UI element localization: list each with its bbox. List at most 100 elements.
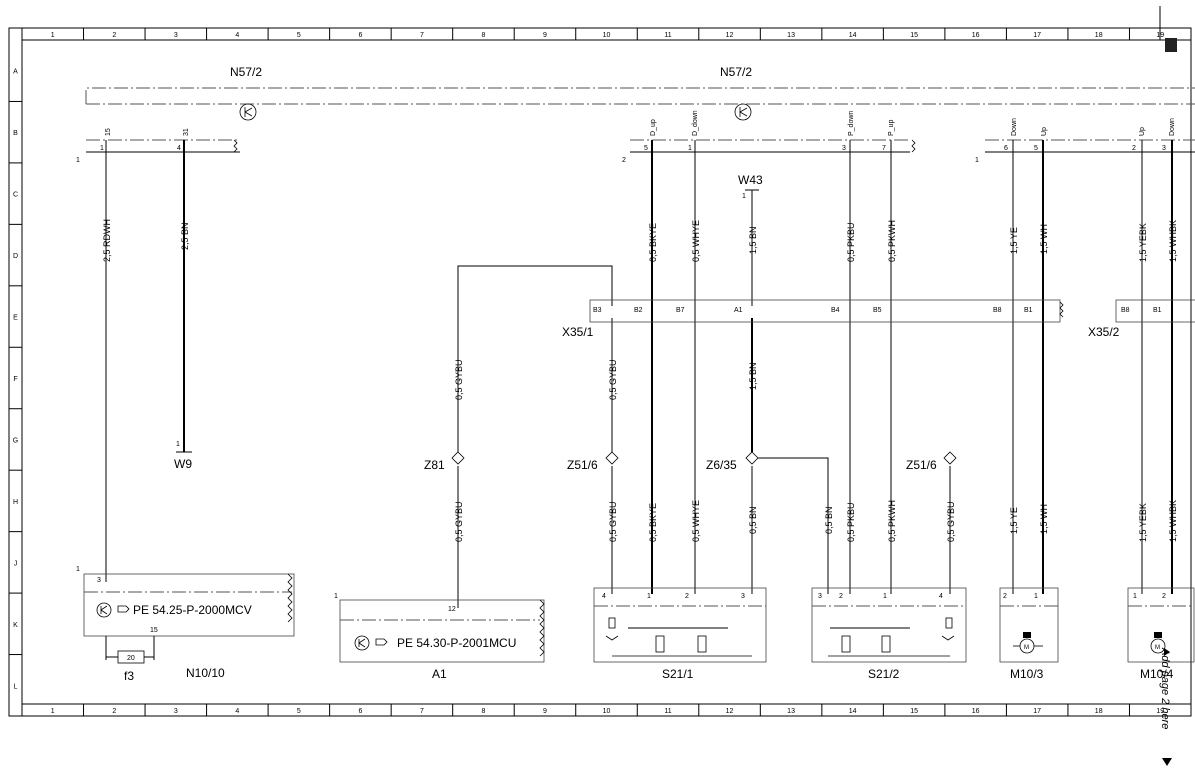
pin-number: 12 bbox=[448, 606, 456, 613]
pin-number: B1 bbox=[1153, 307, 1162, 314]
pin-number: 2 bbox=[1003, 593, 1007, 600]
wire-label: 1,5 WHBK bbox=[1168, 220, 1178, 262]
wire-label: 0,5 GYBU bbox=[946, 501, 956, 542]
wire-label: 0,5 PKWH bbox=[887, 500, 897, 542]
reference-link[interactable]: PE 54.25-P-2000MCV bbox=[133, 603, 252, 617]
signal-label-d-down: D_down bbox=[692, 110, 699, 136]
grid-column-number: 3 bbox=[174, 32, 178, 39]
pin-number: 1 bbox=[1133, 593, 1137, 600]
transistor-icon bbox=[734, 103, 752, 121]
pin-number: 1 bbox=[688, 145, 692, 152]
pin-number: 2 bbox=[839, 593, 843, 600]
grid-column-number: 16 bbox=[972, 708, 980, 715]
wire-label: 0,5 BN bbox=[748, 506, 758, 534]
sheet-frame bbox=[8, 6, 1192, 717]
n57-left-connector-number: 1 bbox=[76, 157, 80, 164]
grid-column-number: 2 bbox=[112, 32, 116, 39]
signal-label-p-down: P_down bbox=[848, 111, 855, 136]
a1-module bbox=[339, 599, 545, 663]
pin-number: 1 bbox=[647, 593, 651, 600]
grid-column-number: 7 bbox=[420, 32, 424, 39]
grid-column-number: 9 bbox=[543, 32, 547, 39]
n10-10-module bbox=[83, 573, 295, 664]
s21-2-label: S21/2 bbox=[868, 667, 900, 681]
f3-label: f3 bbox=[124, 669, 134, 683]
motor-icon: M bbox=[1155, 645, 1160, 651]
grid-row-letter: D bbox=[13, 253, 18, 260]
grid-column-number: 1 bbox=[51, 708, 55, 715]
grid-column-number: 9 bbox=[543, 708, 547, 715]
pin-number: 20 bbox=[127, 655, 135, 662]
grid-row-letter: F bbox=[13, 376, 17, 383]
grid-column-number: 16 bbox=[972, 32, 980, 39]
signal-label-up: Up bbox=[1139, 127, 1146, 136]
x35-2-label: X35/2 bbox=[1088, 325, 1120, 339]
grid-column-number: 18 bbox=[1095, 708, 1103, 715]
s21-1-label: S21/1 bbox=[662, 667, 694, 681]
wire-label: 2,5 BN bbox=[180, 222, 190, 250]
grid-column-number: 4 bbox=[235, 708, 239, 715]
grid-column-number: 5 bbox=[297, 32, 301, 39]
wire-label: 1,5 YEBK bbox=[1138, 223, 1148, 262]
wire-label: 0,5 PKBU bbox=[846, 502, 856, 542]
splice-marker-z51-6 bbox=[943, 451, 957, 465]
grid-column-number: 11 bbox=[664, 708, 671, 715]
reference-hand-icon bbox=[375, 638, 388, 646]
pin-number: 4 bbox=[177, 145, 181, 152]
grid-column-number: 2 bbox=[112, 708, 116, 715]
grid-row-letter: E bbox=[13, 315, 18, 322]
grid-column-number: 14 bbox=[849, 708, 857, 715]
grid-row-letter: C bbox=[13, 192, 18, 199]
grid-column-number: 19 bbox=[1156, 32, 1164, 39]
x35-1-label: X35/1 bbox=[562, 325, 594, 339]
n57-left-label: N57/2 bbox=[230, 65, 262, 79]
signal-label-p-up: P_up bbox=[888, 120, 895, 136]
grid-column-number: 19 bbox=[1156, 708, 1164, 715]
z51-6-label: Z51/6 bbox=[567, 458, 598, 472]
wire-label: 0,5 BKYE bbox=[648, 503, 658, 542]
n57-right-label: N57/2 bbox=[720, 65, 752, 79]
z6-35-label: Z6/35 bbox=[706, 458, 737, 472]
pin-number: B8 bbox=[993, 307, 1002, 314]
pin-number: 5 bbox=[644, 145, 648, 152]
pin-number: 3 bbox=[1162, 145, 1166, 152]
pin-number: 4 bbox=[602, 593, 606, 600]
page-corner-marker bbox=[1165, 38, 1177, 52]
signal-label-down: Down bbox=[1169, 118, 1176, 136]
wire-label: 1,5 YEBK bbox=[1138, 503, 1148, 542]
pin-number: B3 bbox=[593, 307, 602, 314]
wire-label: 0,5 GYBU bbox=[454, 501, 464, 542]
splice-marker-z81 bbox=[451, 451, 465, 465]
n57-right-connector-number: 1 bbox=[975, 157, 979, 164]
pin-number: 1 bbox=[742, 193, 746, 200]
splice-marker-z51-6 bbox=[605, 451, 619, 465]
signal-label-d-up: D_up bbox=[650, 119, 657, 136]
grid-row-letter: A bbox=[13, 69, 18, 76]
grid-column-number: 3 bbox=[174, 708, 178, 715]
wire-label: 1,5 BN bbox=[748, 226, 758, 254]
pin-number: 4 bbox=[939, 593, 943, 600]
w43-label: W43 bbox=[738, 173, 763, 187]
reference-link[interactable]: PE 54.30-P-2001MCU bbox=[397, 636, 516, 650]
pin-number: 1 bbox=[176, 441, 180, 448]
grid-column-number: 12 bbox=[726, 708, 734, 715]
wire-label: 0,5 GYBU bbox=[608, 359, 618, 400]
pin-number: B4 bbox=[831, 307, 840, 314]
grid-column-number: 13 bbox=[787, 32, 795, 39]
signal-label-15: 15 bbox=[105, 128, 112, 136]
pin-number: 15 bbox=[150, 627, 158, 634]
wire-label: 1,5 WH bbox=[1039, 224, 1049, 254]
m10-4-motor bbox=[1127, 587, 1195, 663]
pin-number: 3 bbox=[818, 593, 822, 600]
pin-number: 2 bbox=[1132, 145, 1136, 152]
grid-column-number: 15 bbox=[910, 708, 918, 715]
n57-right-connector-number: 2 bbox=[622, 157, 626, 164]
pin-number: 2 bbox=[1162, 593, 1166, 600]
pin-number: B2 bbox=[634, 307, 643, 314]
wire-label: 2,5 RDWH bbox=[102, 219, 112, 262]
s21-1-switch bbox=[593, 587, 767, 663]
wire-label: 0,5 PKWH bbox=[887, 220, 897, 262]
